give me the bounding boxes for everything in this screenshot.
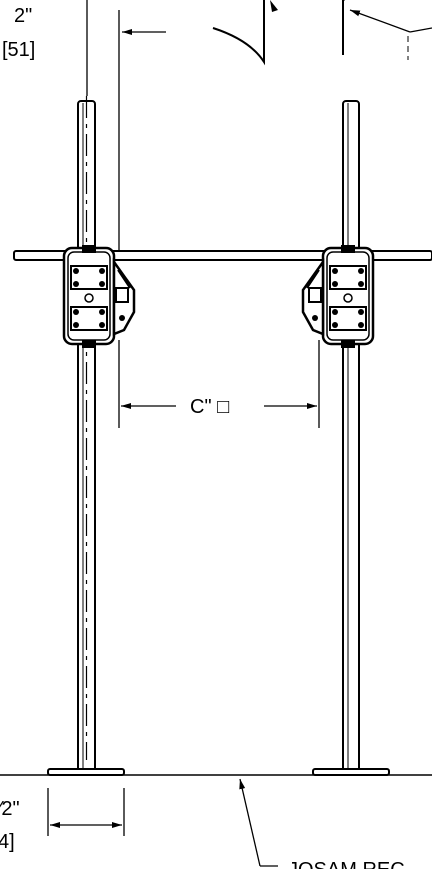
top-dimension-mm: [51] bbox=[2, 39, 35, 61]
right-post bbox=[342, 100, 360, 774]
bottom-dimension: ⁄2" 4] bbox=[0, 788, 125, 853]
top-leader bbox=[349, 9, 432, 60]
bottom-dimension-mm: 4] bbox=[0, 831, 15, 853]
callout-text: JOSAM REC bbox=[288, 859, 405, 869]
right-base-plate bbox=[312, 768, 390, 776]
center-dimension: C" □ bbox=[118, 340, 320, 428]
upper-fixture-fragment bbox=[212, 0, 345, 66]
right-clamp bbox=[301, 245, 375, 348]
left-post bbox=[77, 96, 96, 774]
center-dimension-label: C" □ bbox=[190, 396, 229, 418]
callout-leader: JOSAM REC bbox=[239, 778, 405, 869]
left-clamp bbox=[62, 245, 136, 348]
top-dimension: 2" [51] bbox=[2, 0, 166, 250]
left-base-plate bbox=[47, 768, 125, 776]
bottom-dimension-inches: ⁄2" bbox=[0, 798, 20, 820]
top-dimension-inches: 2" bbox=[14, 5, 32, 27]
horizontal-crossbar bbox=[13, 250, 432, 261]
